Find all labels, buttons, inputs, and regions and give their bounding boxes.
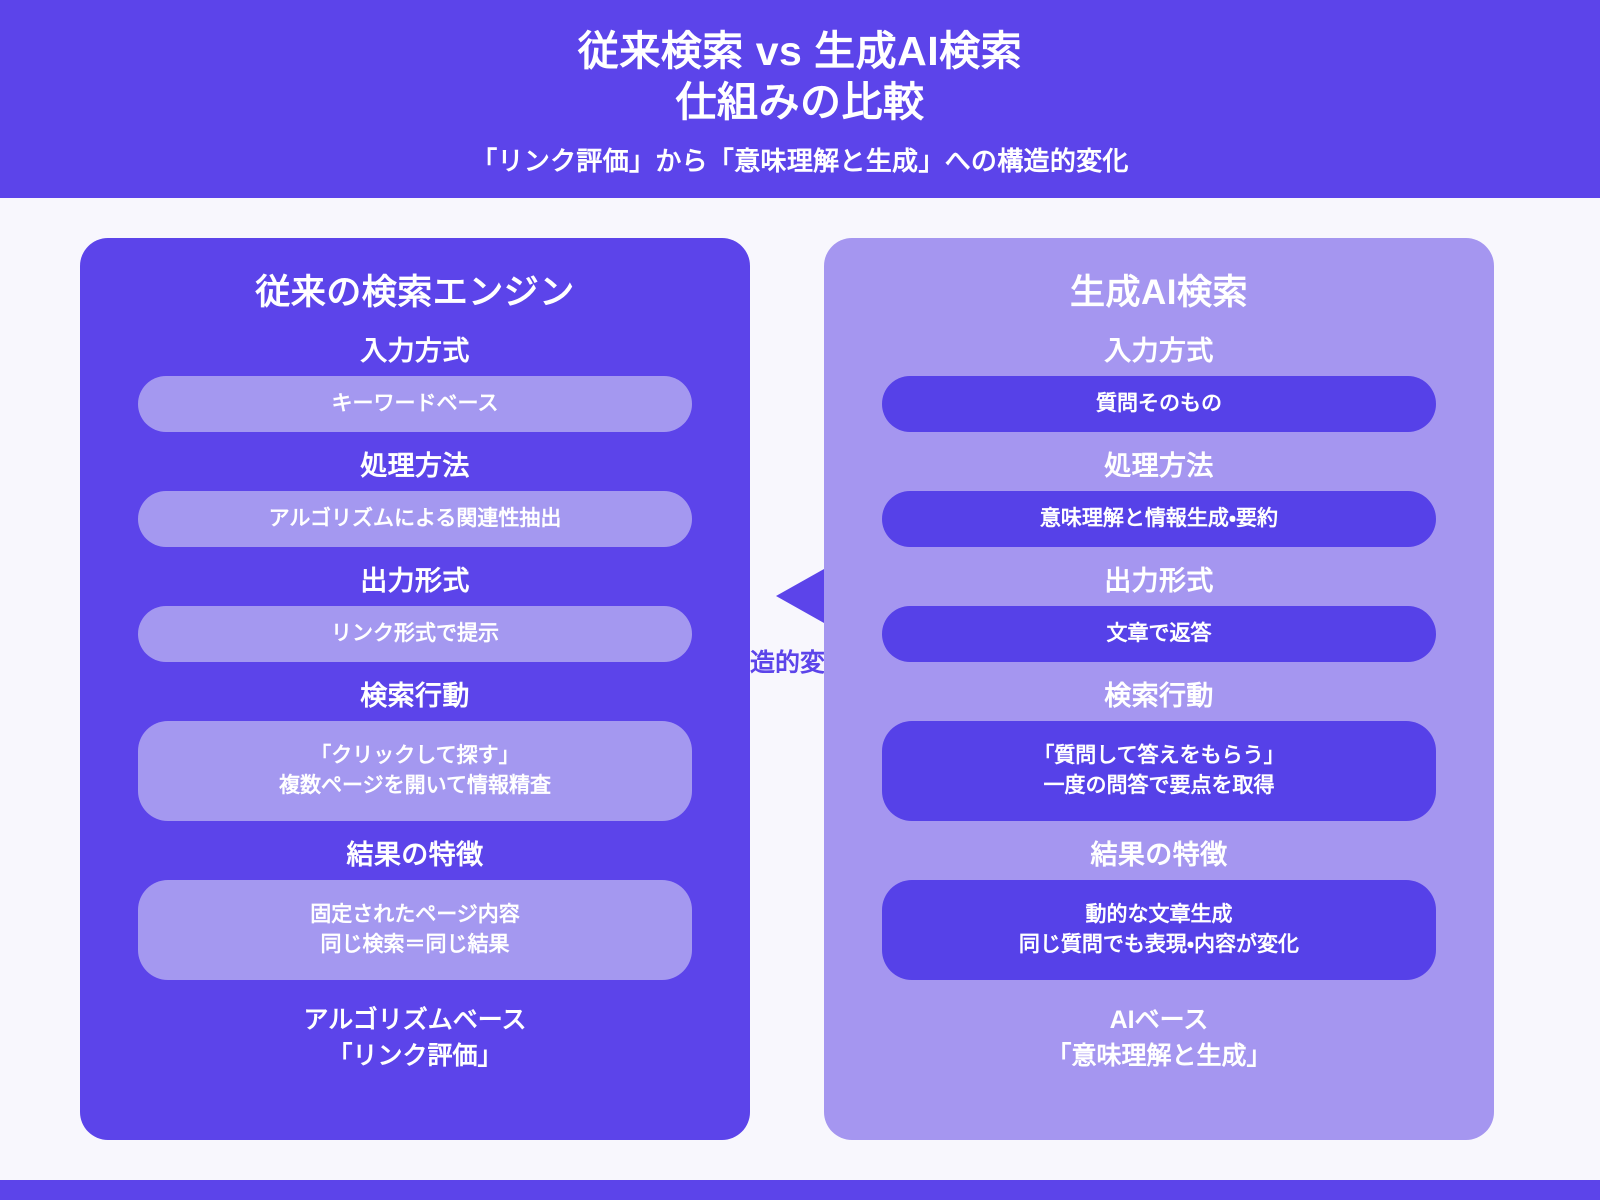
- section-label-right-3: 検索行動: [1104, 681, 1214, 711]
- page-subtitle: 「リンク評価」から「意味理解と生成」への構造的変化: [471, 145, 1129, 176]
- section-label-right-4: 結果の特徴: [1090, 840, 1228, 870]
- section-label-left-3: 検索行動: [360, 681, 470, 711]
- section-label-left-2: 出力形式: [360, 566, 470, 596]
- value-pill-left-3: 「クリックして探す」 複数ページを開いて情報精査: [138, 721, 692, 821]
- panel-footnote-left: アルゴリズムベース 「リンク評価」: [303, 1006, 527, 1071]
- arrow-left-icon: [776, 569, 824, 623]
- section-label-left-0: 入力方式: [360, 336, 470, 366]
- value-pill-right-3: 「質問して答えをもらう」 一度の問答で要点を取得: [882, 721, 1436, 821]
- page-title: 従来検索 vs 生成AI検索 仕組みの比較: [577, 28, 1023, 125]
- section-label-right-2: 出力形式: [1104, 566, 1214, 596]
- section-label-left-1: 処理方法: [360, 451, 470, 481]
- value-pill-left-4: 固定されたページ内容 同じ検索＝同じ結果: [138, 880, 692, 980]
- panel-footnote-right: AIベース 「意味理解と生成」: [1046, 1006, 1272, 1071]
- value-pill-right-2: 文章で返答: [882, 606, 1436, 662]
- section-label-right-0: 入力方式: [1104, 336, 1214, 366]
- value-pill-left-1: アルゴリズムによる関連性抽出: [138, 491, 692, 547]
- footer-band: [0, 1180, 1600, 1200]
- header-band: 従来検索 vs 生成AI検索 仕組みの比較 「リンク評価」から「意味理解と生成」…: [0, 0, 1600, 198]
- value-pill-left-2: リンク形式で提示: [138, 606, 692, 662]
- panel-traditional-search: 従来の検索エンジン 入力方式 キーワードベース 処理方法 アルゴリズムによる関連…: [80, 238, 750, 1140]
- value-pill-left-0: キーワードベース: [138, 376, 692, 432]
- panel-title-right: 生成AI検索: [1069, 273, 1248, 312]
- value-pill-right-4: 動的な文章生成 同じ質問でも表現・内容が変化: [882, 880, 1436, 980]
- value-pill-right-1: 意味理解と情報生成・要約: [882, 491, 1436, 547]
- section-label-left-4: 結果の特徴: [346, 840, 484, 870]
- panel-title-left: 従来の検索エンジン: [255, 273, 575, 312]
- value-pill-right-0: 質問そのもの: [882, 376, 1436, 432]
- panel-generative-ai-search: 生成AI検索 入力方式 質問そのもの 処理方法 意味理解と情報生成・要約 出力形…: [824, 238, 1494, 1140]
- section-label-right-1: 処理方法: [1104, 451, 1214, 481]
